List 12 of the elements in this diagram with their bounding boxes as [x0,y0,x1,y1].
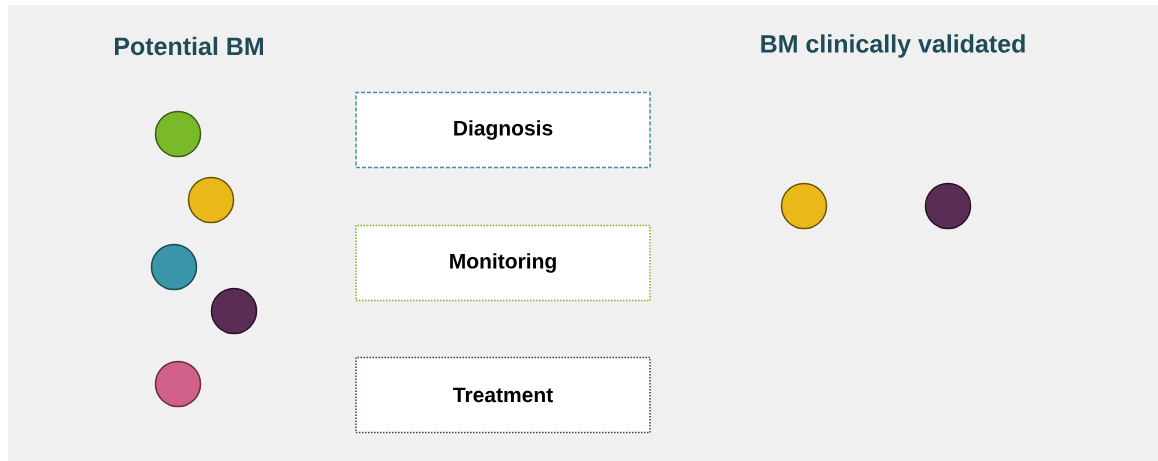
dot [187,176,235,224]
dot [210,287,258,335]
dot [154,110,202,158]
dot [924,182,972,230]
text-box: Diagnosis [355,91,651,169]
heading: Potential BM [115,36,263,56]
dot [150,243,198,291]
text-box: Monitoring [355,224,651,302]
heading: BM clinically validated [761,34,1025,58]
text-box: Treatment [355,356,651,434]
dot [780,182,828,230]
dot [154,360,202,408]
